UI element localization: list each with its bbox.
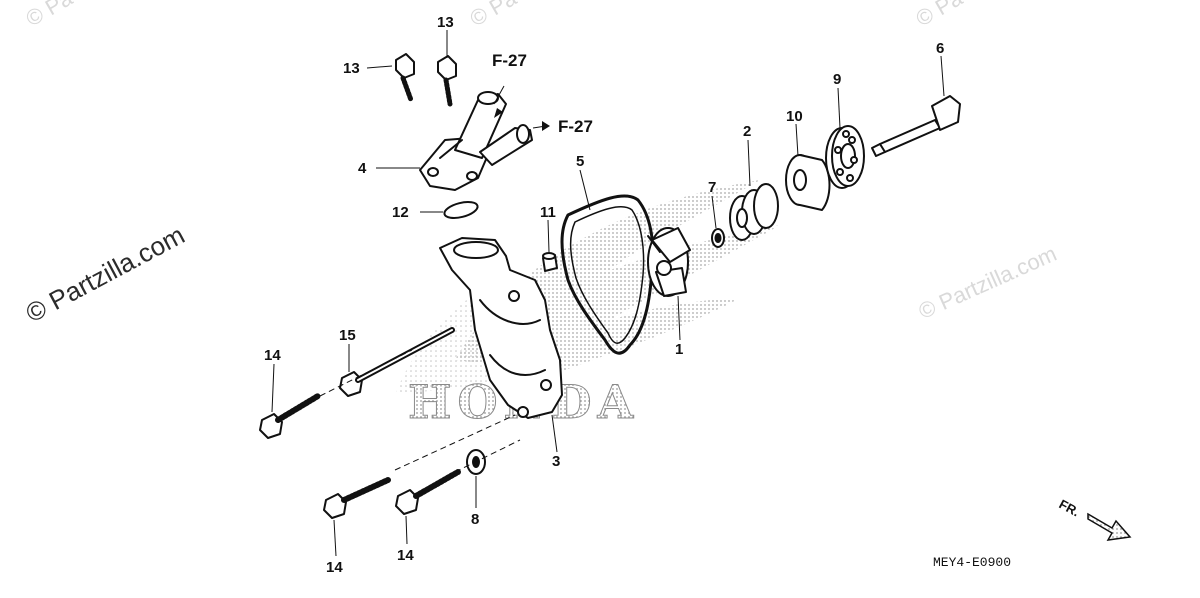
callout-14c: 14 xyxy=(397,547,414,564)
diagram-code: MEY4-E0900 xyxy=(933,555,1011,570)
front-label: FR. xyxy=(1057,496,1083,519)
oil-seal-part xyxy=(785,154,831,211)
mechanical-seal-part xyxy=(729,183,779,241)
callout-14a: 14 xyxy=(264,347,281,364)
gasket-part xyxy=(560,194,655,355)
leader-lines xyxy=(271,30,945,557)
front-direction-indicator: FR. xyxy=(1057,496,1132,541)
callout-2: 2 xyxy=(743,123,751,140)
callout-6: 6 xyxy=(936,40,944,57)
ball-bearing-part xyxy=(825,125,865,189)
callout-5: 5 xyxy=(576,153,584,170)
o-ring-part xyxy=(443,201,479,219)
water-pump-cover-part xyxy=(439,237,563,419)
callout-10: 10 xyxy=(786,108,803,125)
callout-numbers: 1 2 3 4 5 6 7 8 9 10 11 12 13 13 14 14 1… xyxy=(264,14,944,576)
reference-label-b: F-27 xyxy=(558,117,593,136)
callout-4: 4 xyxy=(358,160,367,177)
reference-label-a: F-27 xyxy=(492,51,527,70)
dowel-pin-part xyxy=(542,252,558,272)
callout-12: 12 xyxy=(392,204,409,221)
impeller-part xyxy=(647,227,691,297)
flange-bolt-part-14a xyxy=(259,393,321,439)
water-pump-shaft-part xyxy=(871,95,961,157)
callout-7: 7 xyxy=(708,179,716,196)
flange-bolt-part-13a xyxy=(395,53,415,103)
water-outlet-joint-part xyxy=(419,91,533,191)
callout-14b: 14 xyxy=(326,559,343,576)
callout-9: 9 xyxy=(833,71,841,88)
flange-bolt-part-13b xyxy=(437,55,457,107)
callout-1: 1 xyxy=(675,341,683,358)
callout-15: 15 xyxy=(339,327,356,344)
callout-3: 3 xyxy=(552,453,560,470)
callout-13a: 13 xyxy=(343,60,360,77)
callout-11: 11 xyxy=(540,204,556,221)
flange-bolt-part-14c xyxy=(395,469,461,515)
callout-8: 8 xyxy=(471,511,479,528)
ref-arrow-a xyxy=(494,108,503,118)
ref-arrow-b xyxy=(542,121,550,131)
callout-13b: 13 xyxy=(437,14,454,31)
flange-bolt-part-14b xyxy=(323,477,391,519)
front-arrow-icon xyxy=(1087,512,1132,541)
